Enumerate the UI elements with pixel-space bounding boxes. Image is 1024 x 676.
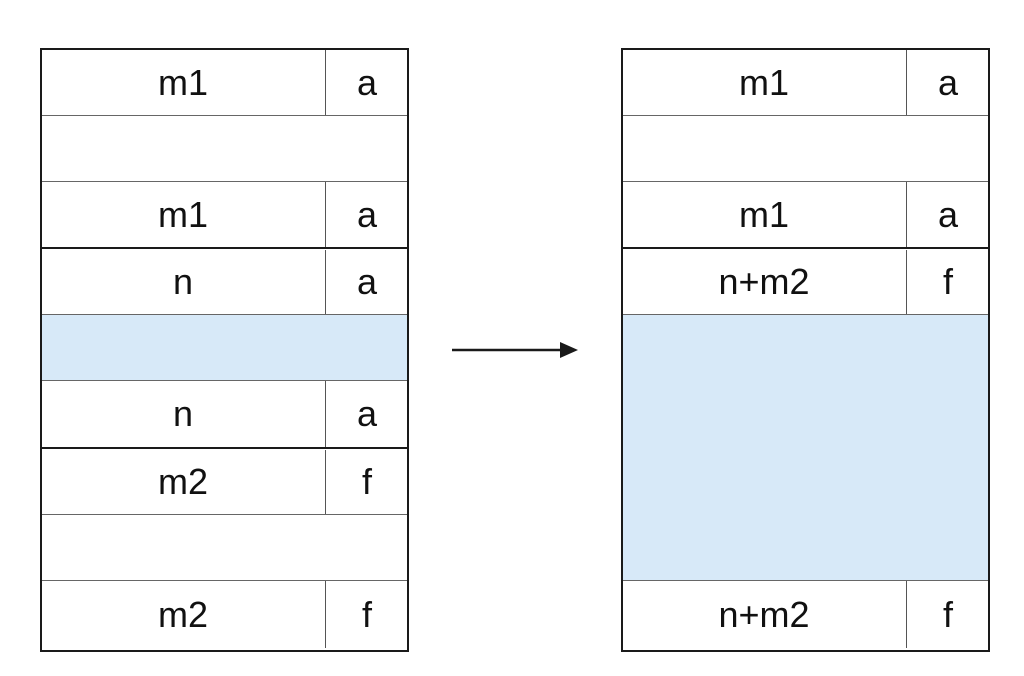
header-flag: f (906, 250, 989, 314)
footer-flag: a (325, 381, 408, 447)
header-size: m1 (157, 61, 208, 103)
header-size: m2 (157, 461, 208, 502)
footer-flag: f (906, 581, 989, 648)
footer-flag: f (325, 581, 408, 648)
block-m2-payload (42, 515, 407, 580)
block-n-footer: n a (42, 381, 407, 447)
footer-size: n (172, 393, 194, 434)
block-coalesced-payload (623, 315, 988, 580)
footer-flag: a (906, 182, 989, 247)
header-flag: f (325, 450, 408, 514)
header-size: n+m2 (718, 261, 810, 302)
footer-size: m1 (738, 193, 789, 235)
block-m1-header: m1 a (42, 50, 407, 115)
footer-size: n+m2 (718, 593, 810, 635)
footer-size: m2 (157, 593, 208, 635)
block-m2-footer: m2 f (42, 581, 407, 648)
block-m1-header: m1 a (623, 50, 988, 115)
header-flag: a (906, 50, 989, 115)
block-m1-footer: m1 a (623, 182, 988, 247)
block-m2-header: m2 f (42, 450, 407, 514)
footer-flag: a (325, 182, 408, 247)
block-coalesced-footer: n+m2 f (623, 581, 988, 648)
block-m1-payload (42, 116, 407, 181)
block-coalesced-header: n+m2 f (623, 250, 988, 314)
block-n-header: n a (42, 250, 407, 314)
header-flag: a (325, 250, 408, 314)
right-arrow-icon (452, 342, 578, 358)
header-size: m1 (738, 61, 789, 103)
block-n-payload (42, 315, 407, 380)
header-flag: a (325, 50, 408, 115)
block-m1-payload (623, 116, 988, 181)
header-size: n (172, 261, 194, 302)
block-m1-footer: m1 a (42, 182, 407, 247)
footer-size: m1 (157, 193, 208, 235)
